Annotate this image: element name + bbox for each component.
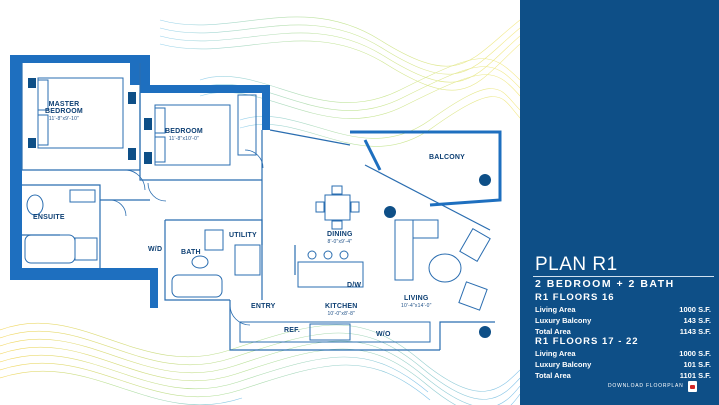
spec-label: Total Area <box>535 371 571 380</box>
spec-value: 1101 S.F. <box>679 371 711 380</box>
title-divider <box>533 276 714 277</box>
room-label-kitchen: KITCHEN 10'-0"x8'-8" <box>325 303 358 317</box>
room-name-wo: W/O <box>376 331 391 338</box>
decorative-wave-bottom <box>0 322 520 405</box>
download-floorplan-label: DOWNLOAD FLOORPLAN <box>608 383 684 389</box>
room-name-dining: DINING <box>327 231 353 238</box>
room-label-utility: UTILITY <box>229 232 257 239</box>
spec-value: 1000 S.F. <box>679 305 711 314</box>
room-name-ref: REF. <box>284 327 300 334</box>
room-name-living: LIVING <box>404 295 429 302</box>
room-label-entry: ENTRY <box>251 303 275 310</box>
room-dims-dining: 8'-0"x9'-4" <box>327 239 353 245</box>
bath-fixtures <box>171 229 261 298</box>
pdf-icon <box>687 380 697 392</box>
spec-value: 1000 S.F. <box>679 349 711 358</box>
room-name-bedroom: BEDROOM <box>165 128 203 135</box>
room-name-wd: W/D <box>148 246 163 253</box>
room-label-bath: BATH <box>181 249 201 256</box>
spec-value: 143 S.F. <box>683 316 711 325</box>
section-heading-floors-16: R1 FLOORS 16 <box>535 292 615 303</box>
spec-value: 101 S.F. <box>683 360 711 369</box>
room-label-living: LIVING 10'-4"x14'-0" <box>401 295 432 309</box>
room-label-dw: D/W <box>347 282 361 289</box>
plan-title: PLAN R1 <box>535 254 618 275</box>
download-floorplan-link[interactable]: DOWNLOAD FLOORPLAN <box>608 380 697 392</box>
room-dims-kitchen: 10'-0"x8'-8" <box>327 311 356 317</box>
plan-info-panel: PLAN R1 2 BEDROOM + 2 BATH R1 FLOORS 16 … <box>520 0 719 405</box>
room-name-bath: BATH <box>181 249 201 256</box>
room-dims-living: 10'-4"x14'-0" <box>401 303 432 309</box>
room-name-master-line2: BEDROOM <box>45 108 83 115</box>
exterior-walls <box>10 55 270 308</box>
floorplan-area: MASTER BEDROOM 11'-8"x9'-10" BEDROOM 11'… <box>0 16 520 405</box>
spec-label: Luxury Balcony <box>535 316 592 325</box>
spec-label: Living Area <box>535 349 576 358</box>
section-heading-floors-17-22: R1 FLOORS 17 - 22 <box>535 336 639 347</box>
room-dims-master-bedroom: 11'-8"x9'-10" <box>48 116 80 122</box>
room-label-wo: W/O <box>376 331 391 338</box>
room-label-master-bedroom: MASTER BEDROOM 11'-8"x9'-10" <box>45 101 83 122</box>
room-label-bedroom: BEDROOM 11'-8"x10'-0" <box>165 128 203 142</box>
room-name-master-line1: MASTER <box>48 101 80 108</box>
kitchen-island <box>239 250 431 343</box>
room-label-balcony: BALCONY <box>429 154 465 161</box>
room-name-entry: ENTRY <box>251 303 276 310</box>
floorplan-drawing <box>0 16 520 405</box>
room-name-balcony: BALCONY <box>429 154 466 161</box>
room-label-ref: REF. <box>284 327 300 334</box>
room-name-kitchen: KITCHEN <box>325 303 358 310</box>
bedroom-bed <box>154 94 257 166</box>
dining-table <box>315 185 360 230</box>
living-furniture <box>394 219 491 311</box>
decorative-wave-top <box>159 16 520 147</box>
room-name-ensuite: ENSUITE <box>33 214 65 221</box>
balcony-frame <box>350 130 502 207</box>
ensuite-fixtures <box>24 189 98 264</box>
spec-label: Total Area <box>535 327 571 336</box>
spec-label: Living Area <box>535 305 576 314</box>
room-label-dining: DINING 8'-0"x9'-4" <box>327 231 353 245</box>
room-name-dw: D/W <box>347 282 362 289</box>
spec-value: 1143 S.F. <box>679 327 711 336</box>
room-label-wd: W/D <box>148 246 162 253</box>
column-markers <box>28 78 491 338</box>
room-name-utility: UTILITY <box>229 232 257 239</box>
master-bed <box>37 77 124 149</box>
door-swings <box>109 149 264 326</box>
plan-subtitle: 2 BEDROOM + 2 BATH <box>535 278 675 290</box>
spec-label: Luxury Balcony <box>535 360 592 369</box>
room-label-ensuite: ENSUITE <box>33 214 65 221</box>
room-dims-bedroom: 11'-8"x10'-0" <box>168 136 200 142</box>
